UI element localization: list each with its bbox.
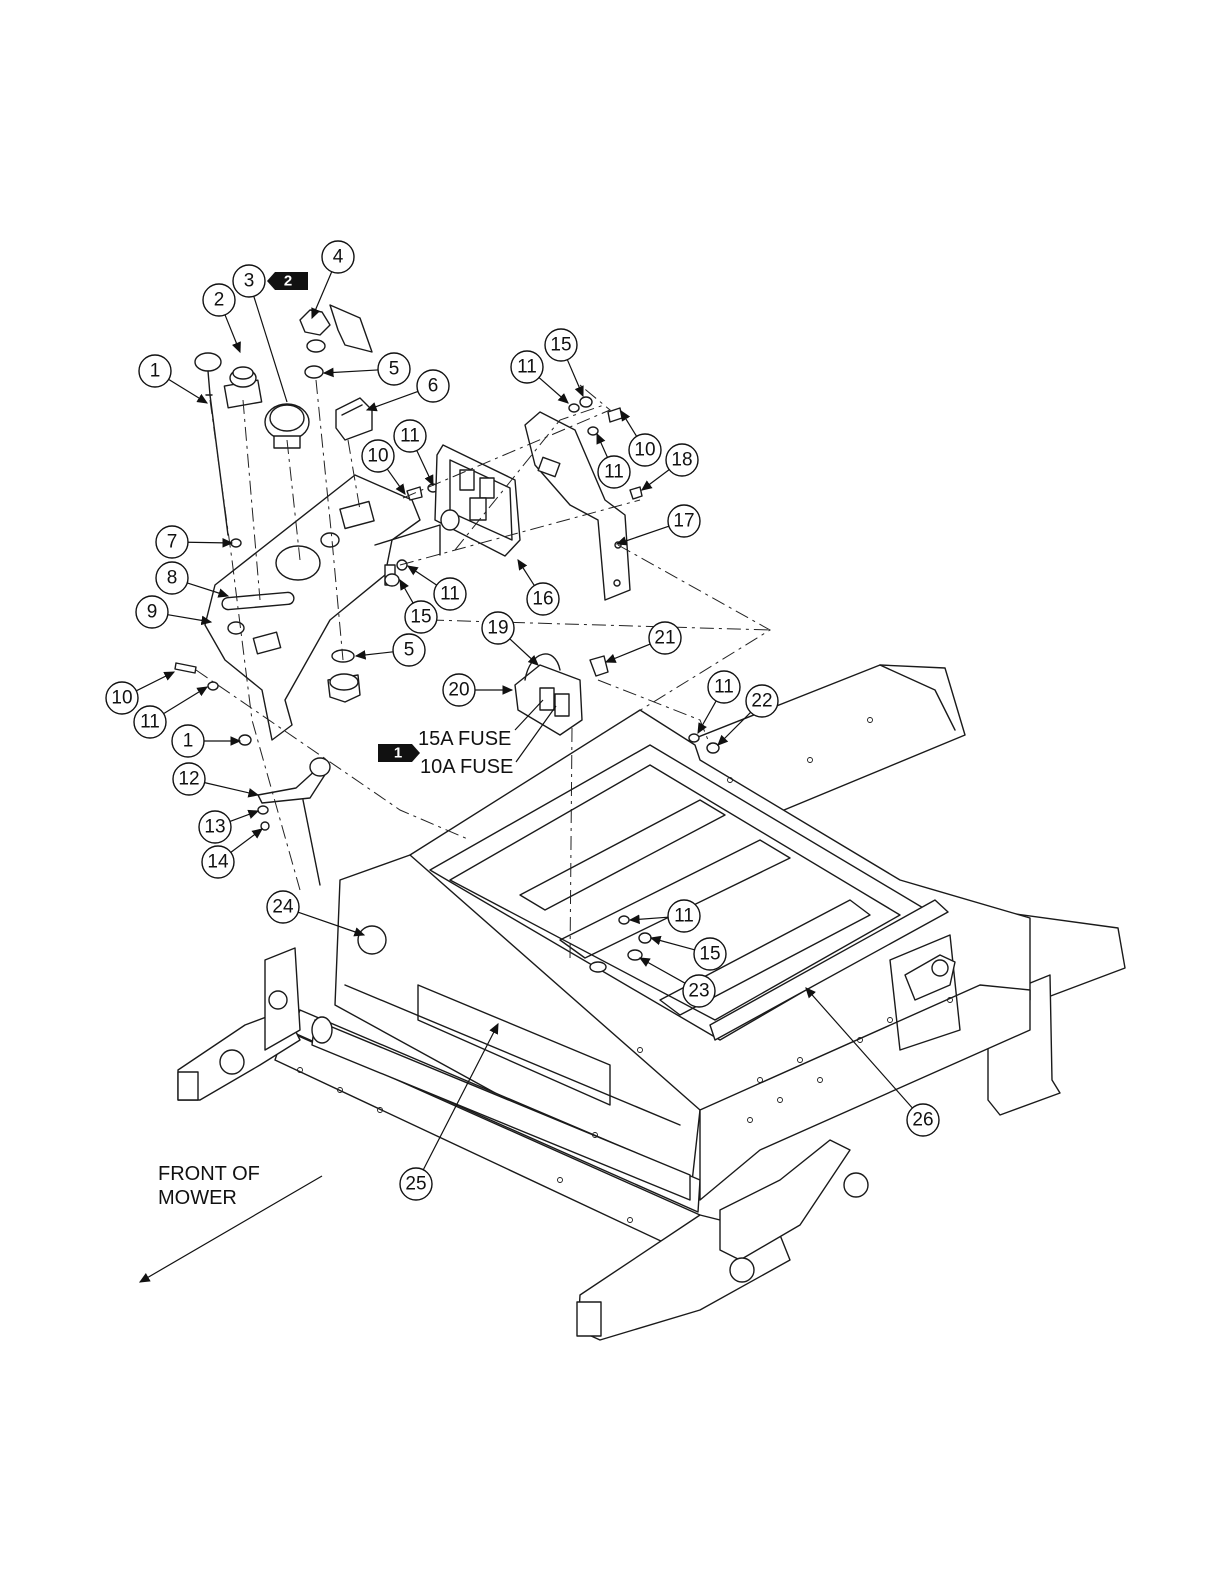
callout-1: 1 — [172, 725, 240, 757]
callout-leader — [188, 542, 232, 543]
callout-number: 26 — [912, 1110, 933, 1131]
callout-leader — [312, 272, 332, 318]
callout-number: 2 — [214, 290, 225, 311]
front-label-line2: MOWER — [158, 1187, 237, 1209]
callout-number: 15 — [550, 335, 571, 356]
callout-leader — [356, 652, 393, 656]
callout-20: 20 — [443, 674, 512, 706]
callout-7: 7 — [156, 526, 232, 558]
callout-number: 16 — [532, 589, 553, 610]
callout-21: 21 — [606, 622, 681, 662]
callout-5: 5 — [356, 634, 425, 666]
badge-2-text: 2 — [284, 273, 292, 290]
callout-leader — [539, 378, 568, 403]
fuse-15a-label: 15A FUSE — [418, 728, 511, 750]
callout-number: 8 — [167, 568, 178, 589]
callout-leader — [367, 391, 418, 410]
badge-1-text: 1 — [394, 745, 402, 762]
callout-leader — [324, 370, 378, 373]
ignition-switch — [300, 305, 372, 352]
callout-number: 5 — [404, 640, 415, 661]
callout-5: 5 — [324, 353, 410, 385]
callout-number: 6 — [428, 376, 439, 397]
callout-number: 13 — [204, 817, 225, 838]
callout-leader — [205, 783, 258, 795]
callout-15: 15 — [545, 329, 583, 396]
callout-2: 2 — [203, 284, 240, 352]
callout-11: 11 — [597, 434, 630, 488]
callout-number: 3 — [244, 271, 255, 292]
callout-9: 9 — [136, 596, 211, 628]
callout-leader — [230, 811, 258, 821]
callout-number: 11 — [604, 462, 624, 483]
callout-leader — [225, 315, 240, 352]
control-panel — [205, 475, 440, 740]
callout-number: 11 — [140, 712, 160, 733]
callout-10: 10 — [621, 411, 661, 466]
fuse-holder — [515, 654, 582, 735]
callout-number: 5 — [389, 359, 400, 380]
callout-number: 9 — [147, 602, 158, 623]
mounting-plate — [525, 412, 630, 600]
callout-number: 12 — [178, 769, 199, 790]
callout-number: 11 — [714, 677, 734, 698]
callout-leader — [518, 560, 534, 586]
callout-number: 7 — [167, 532, 178, 553]
callout-leader — [417, 450, 433, 485]
callout-number: 11 — [400, 426, 420, 447]
callout-17: 17 — [617, 505, 700, 544]
callout-leader — [698, 701, 716, 733]
callout-leader — [164, 687, 207, 714]
callout-leader — [400, 580, 413, 603]
callout-number: 11 — [674, 906, 694, 927]
fuse-10a-label: 10A FUSE — [420, 756, 513, 778]
callout-number: 11 — [517, 357, 537, 378]
callout-number: 22 — [751, 691, 772, 712]
front-label-line1: FRONT OF — [158, 1163, 260, 1185]
badge-1: 1 — [378, 744, 420, 762]
throttle-rod — [195, 353, 228, 535]
throttle-bracket — [258, 758, 330, 885]
callout-number: 19 — [487, 618, 508, 639]
rocker-switch — [336, 398, 372, 440]
callout-number: 11 — [440, 584, 460, 605]
callout-number: 10 — [367, 446, 388, 467]
callout-leader — [642, 470, 669, 490]
callout-number: 20 — [448, 680, 469, 701]
callout-leader — [510, 639, 538, 665]
callout-leader — [597, 434, 607, 457]
callout-leader — [567, 360, 583, 396]
callout-number: 10 — [111, 688, 132, 709]
callout-number: 21 — [654, 628, 675, 649]
callout-11: 11 — [394, 420, 433, 485]
callout-number: 15 — [410, 607, 431, 628]
callout-number: 1 — [150, 361, 161, 382]
callout-12: 12 — [173, 763, 258, 795]
callout-leader — [621, 411, 637, 436]
callout-leader — [408, 566, 437, 585]
callout-number: 15 — [699, 944, 720, 965]
callout-number: 17 — [673, 511, 694, 532]
callout-leader — [231, 829, 262, 852]
callout-number: 10 — [634, 440, 655, 461]
badge-2: 2 — [267, 272, 308, 290]
callout-number: 14 — [207, 852, 229, 873]
callout-19: 19 — [482, 612, 538, 665]
callout-number: 24 — [272, 897, 294, 918]
callout-leader — [168, 615, 211, 622]
callout-leader — [606, 644, 650, 662]
relay-module — [435, 445, 520, 556]
callout-number: 4 — [333, 247, 344, 268]
callout-number: 18 — [671, 450, 692, 471]
callout-10: 10 — [106, 672, 174, 714]
callout-number: 25 — [405, 1174, 426, 1195]
callout-number: 1 — [183, 731, 194, 752]
callout-leader — [169, 379, 207, 403]
callout-15: 15 — [400, 580, 437, 633]
callout-number: 23 — [688, 981, 709, 1002]
callout-leader — [136, 672, 174, 691]
callout-16: 16 — [518, 560, 559, 615]
